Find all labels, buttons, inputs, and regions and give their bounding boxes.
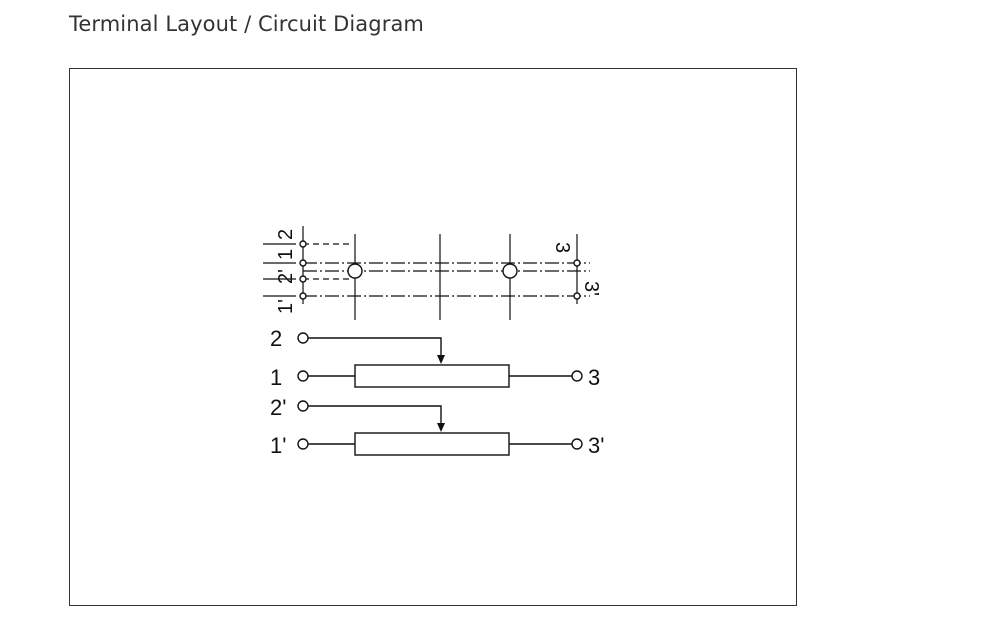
page-title: Terminal Layout / Circuit Diagram (69, 12, 424, 36)
terminal-pin-dot (299, 259, 307, 267)
layout-label-2: 2 (275, 229, 297, 240)
layout-label-1: 1 (275, 249, 297, 260)
layout-label-3: 3 (551, 242, 573, 253)
terminal-pin-dot (299, 292, 307, 300)
layout-label-3-prime: 3' (580, 281, 602, 296)
terminal-circle (297, 332, 309, 344)
layout-label-2-prime: 2' (275, 269, 297, 284)
terminal-pin-dot (573, 259, 581, 267)
diagram-frame (69, 68, 797, 606)
circuit-label-1-prime: 1' (270, 433, 286, 458)
circuit-label-1: 1 (270, 365, 282, 390)
terminal-circle (571, 370, 583, 382)
circuit-label-2: 2 (270, 326, 282, 351)
terminal-circle (297, 438, 309, 450)
mount-hole-circle (502, 263, 518, 279)
terminal-pin-dot (299, 240, 307, 248)
layout-label-1-prime: 1' (275, 299, 297, 314)
wiper-arrow (437, 355, 445, 364)
terminal-pin-dot (299, 275, 307, 283)
terminal-pin-dot (573, 292, 581, 300)
terminal-circle (297, 400, 309, 412)
terminal-layout: 2 1 2' 1' 3 3' (263, 226, 602, 320)
terminal-circle (571, 438, 583, 450)
circuit-diagram: 2 1 3 2' 1' 3' (270, 326, 604, 458)
wiper-arrow (437, 423, 445, 432)
resistor-element (354, 364, 510, 388)
mount-hole-circle (347, 263, 363, 279)
terminal-circle (297, 370, 309, 382)
resistor-element (354, 432, 510, 456)
circuit-label-2-prime: 2' (270, 395, 286, 420)
circuit-label-3-prime: 3' (588, 433, 604, 458)
wiper-lead (308, 337, 442, 357)
wiper-lead (308, 405, 442, 425)
circuit-label-3: 3 (588, 365, 600, 390)
